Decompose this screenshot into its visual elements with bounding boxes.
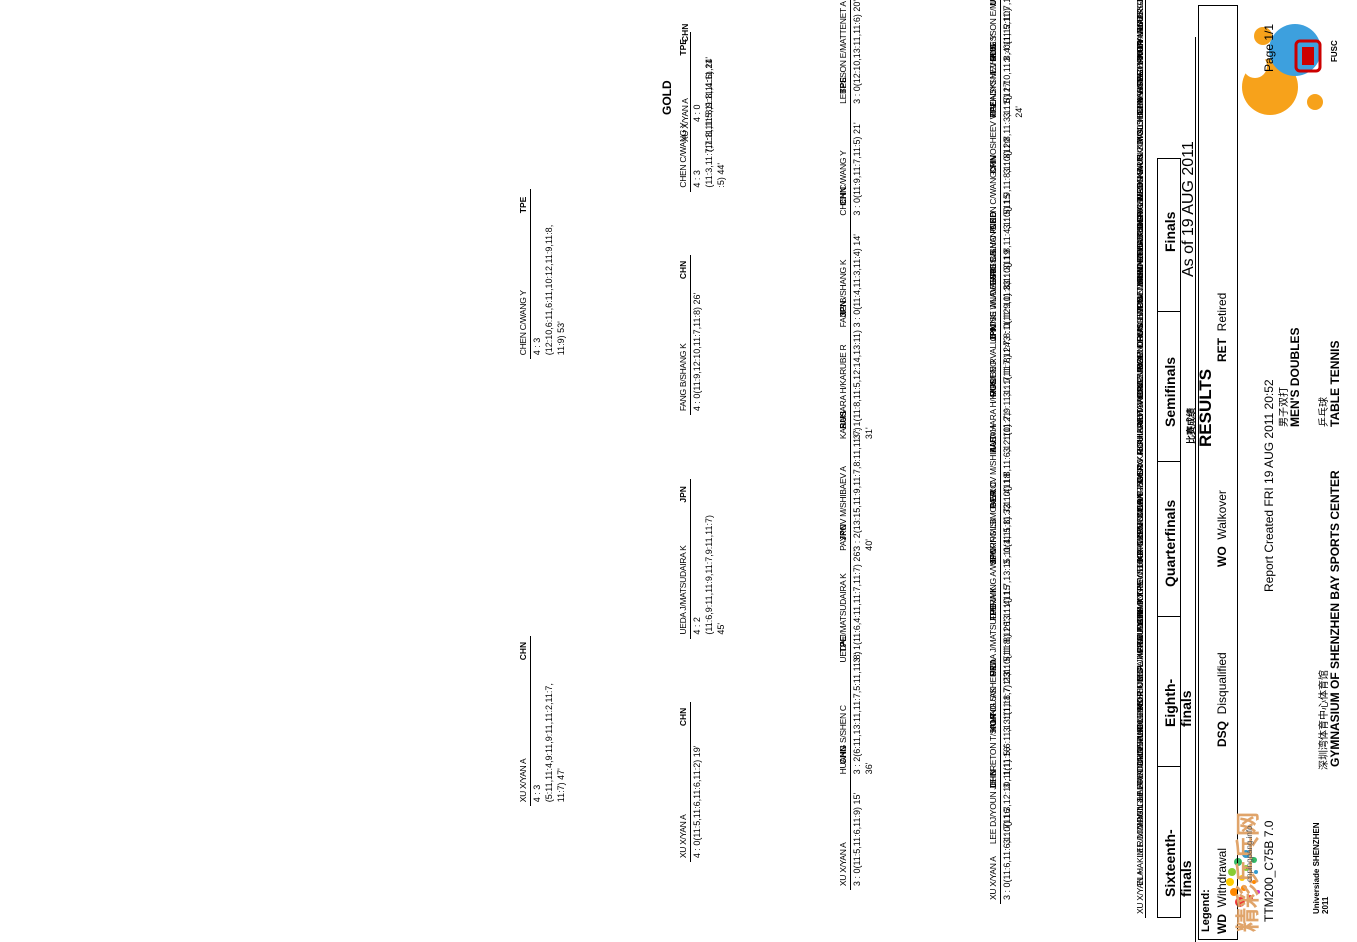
qf-score: 3 : 0(11:5,11:6,11:9) 15' (852, 792, 862, 887)
sf-score-line3: 45' (716, 622, 726, 635)
sf-team-nat: JPN (678, 486, 688, 503)
qf-score: 3 : 2(6:11,13:11,11:7,5:11,11:8) (852, 651, 862, 775)
sf-score: 4 : 2 (692, 617, 702, 635)
gold-score: 4 : 0 (692, 104, 702, 122)
final-team-name: XU X/YAN A (518, 758, 528, 803)
gold-winner-nat: CHN (680, 23, 690, 42)
final-score-line3: 11:9) 53' (556, 321, 566, 356)
watermark-url: cnpingpang.info (1245, 825, 1254, 883)
sf-team-name: XU X/YAN A (678, 814, 688, 859)
final-score-line2: (12:10,6:11,6:11,10:12,11:9,11:8, (544, 224, 554, 356)
final-line (530, 636, 531, 807)
final-score: 4 : 3 (532, 784, 542, 803)
sf-score-line2: (11:6,9:11,11:9,11:7,9:11,11:7) (704, 515, 714, 635)
qf-score: 3 : 0(12:10,13:11,11:6) 20' (852, 0, 862, 104)
sf-team-name: UEDA J/MATSUDAIRA K (678, 545, 688, 635)
sf-score: 4 : 0(11:5,11:6,11:6,11:2) 19' (692, 745, 702, 859)
r16-team-name: CHEN C/WANG Y (988, 164, 998, 230)
qf-score-line2: 36' (864, 762, 874, 775)
legend-box (1198, 5, 1238, 940)
fusc-label: FUSC (1330, 40, 1339, 62)
universiade-logo: Universiade SHENZHEN 2011 (1220, 812, 1330, 922)
final-score-line3: 11:7) 47' (556, 768, 566, 803)
legend-title: Legend: (1200, 889, 1212, 932)
fusc-logo (1290, 32, 1330, 77)
sf-team-nat: CHN (678, 260, 688, 280)
r16-team-name: XU X/YAN A (988, 856, 998, 901)
final-score: 4 : 3 (532, 337, 542, 356)
sf-team-nat: CHN (678, 707, 688, 727)
qf-team-name: CHEN C/WANG Y (838, 150, 848, 216)
gold-winner-name: XU X/YAN A (680, 98, 690, 142)
qf-line (850, 0, 851, 108)
r32-line (1145, 0, 1146, 41)
qf-score-line2: 40' (864, 539, 874, 551)
final-line (530, 189, 531, 360)
sf-score: 4 : 3 (692, 170, 702, 188)
final-team-nat: CHN (518, 641, 528, 661)
page-number: Page 1/1 (1262, 23, 1276, 72)
qf-team-name: XU X/YAN A (838, 842, 848, 887)
sf-line (690, 702, 691, 863)
final-score-line2: (5:11,11:4,9:11,9:11,11:2,11:7, (544, 683, 554, 803)
legend-item-dsq: DSQ Disqualified (1215, 652, 1229, 747)
qf-team-name: PAYKOV M/SHIBAEV A (838, 466, 848, 551)
sf-line (690, 478, 691, 639)
qf-score: 3 : 2(13:15,11:9,11:7,8:11,11:7) (852, 427, 862, 551)
final-team-name: CHEN C/WANG Y (518, 290, 528, 356)
sf-team-name: FANG B/SHANG K (678, 343, 688, 412)
r16-score: 3 : 0(11:5,11:7,11:8) 17' (1002, 0, 1012, 62)
qf-team-name: HUANG S/SHEN C (838, 705, 848, 775)
sf-score: 4 : 0(11:9,12:10,11:7,11:8) 26' (692, 292, 702, 412)
qf-score: 3 : 0(11:9,11:7,11:5) 21' (852, 122, 862, 216)
final-team-nat: TPE (518, 196, 528, 214)
qf-score: 3 : 1(11:6,4:11,11:7,11:7) 26' (852, 549, 862, 663)
r16-team-name: LEBESSON E/MATTENET A (988, 0, 998, 62)
r16-score-line2: 24' (1014, 106, 1024, 118)
qf-score: 3 : 1(11:8,11:5,12:14,13:11) (852, 329, 862, 440)
legend-item-wo: WO Walkover (1215, 490, 1229, 567)
qf-team-name: UEDA J/MATSUDAIRA K (838, 573, 848, 663)
qf-score-line2: 31' (864, 427, 874, 440)
sf-score-line3: :5) 44' (716, 162, 726, 188)
r16-line (1000, 0, 1001, 66)
gold-score-detail: (11:8,11:5,11:8,11:6) 24' (704, 56, 714, 152)
sf-line (690, 31, 691, 192)
qf-score: 3 : 0(11:4,11:3,11:4) 14' (852, 234, 862, 328)
qf-team-name: KASAHARA H/KARUBE R (838, 344, 848, 440)
report-code: TTM200_C75B 7.0 (1262, 820, 1276, 922)
qf-team-name: LEBESSON E/MATTENET A (838, 1, 848, 104)
legend-item-ret: RET Retired (1215, 292, 1229, 362)
report-created: Report Created FRI 19 AUG 2011 20:52 (1262, 379, 1276, 592)
r32-team-name: LEBESSON E/MATTENET A (1135, 0, 1145, 37)
gold-label: GOLD (660, 80, 674, 115)
r16-team-name: LEE DJ/YOUN JH (988, 779, 998, 845)
legend-item-wd: WD Withdrawal (1215, 847, 1229, 934)
sf-line (690, 255, 691, 416)
qf-team-name: FANG B/SHANG K (838, 259, 848, 328)
